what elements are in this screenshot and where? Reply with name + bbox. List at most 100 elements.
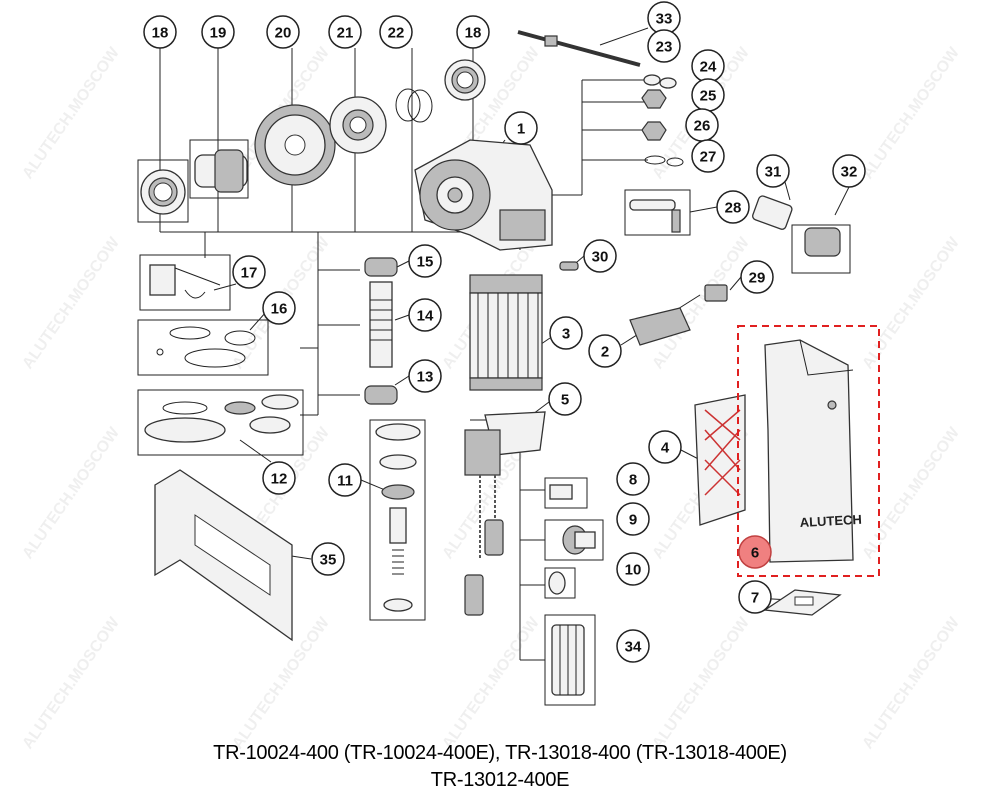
callout-27: 27 xyxy=(691,139,725,173)
rings-22 xyxy=(395,88,433,123)
callout-circle xyxy=(266,15,300,49)
callout-23: 23 xyxy=(647,29,681,63)
callout-number: 18 xyxy=(465,25,482,42)
gear-20 xyxy=(254,104,336,186)
callout-circle xyxy=(549,316,583,350)
callout-16: 16 xyxy=(262,291,296,325)
callout-circle xyxy=(408,244,442,278)
callout-circle xyxy=(328,463,362,497)
release-lever-28 xyxy=(629,199,681,233)
plate-8 xyxy=(549,484,573,500)
callout-circle xyxy=(738,535,772,569)
bracket-7 xyxy=(763,589,842,616)
callout-number: 34 xyxy=(625,639,642,656)
watermark-text: ALUTECH.MOSCOW xyxy=(649,614,753,753)
callout-number: 1 xyxy=(517,121,525,138)
callout-number: 27 xyxy=(700,149,717,166)
callout-circle xyxy=(588,334,622,368)
callout-circle xyxy=(408,298,442,332)
callout-28: 28 xyxy=(716,190,750,224)
callout-number: 12 xyxy=(271,471,288,488)
limit-switch-29 xyxy=(704,284,728,302)
callout-circle xyxy=(740,260,774,294)
pulley-9 xyxy=(562,525,596,555)
callout-9: 9 xyxy=(616,502,650,536)
callout-22: 22 xyxy=(379,15,413,49)
callout-circle xyxy=(691,139,725,173)
callout-14: 14 xyxy=(408,298,442,332)
callout-number: 29 xyxy=(749,270,766,287)
callout-circle xyxy=(616,462,650,496)
watermark-text: ALUTECH.MOSCOW xyxy=(19,44,123,183)
callout-8: 8 xyxy=(616,462,650,496)
callout-number: 28 xyxy=(725,200,742,217)
caption-line-1: TR-10024-400 (TR-10024-400E), TR-13018-4… xyxy=(213,742,787,764)
callout-6: 6 xyxy=(738,535,772,569)
callout-circle xyxy=(648,430,682,464)
callout-18-a: 18 xyxy=(143,15,177,49)
callout-number: 18 xyxy=(152,25,169,42)
callout-circle xyxy=(716,190,750,224)
guide-10 xyxy=(548,571,566,595)
callout-circle xyxy=(616,502,650,536)
callout-circle xyxy=(616,629,650,663)
callout-18-b: 18 xyxy=(456,15,490,49)
sprocket-34 xyxy=(551,624,585,696)
watermark-text: ALUTECH.MOSCOW xyxy=(859,424,963,563)
callout-19: 19 xyxy=(201,15,235,49)
watermark-text: ALUTECH.MOSCOW xyxy=(859,614,963,753)
callout-circle xyxy=(262,291,296,325)
bracket-17 xyxy=(149,264,221,299)
callout-13: 13 xyxy=(408,359,442,393)
callout-25: 25 xyxy=(691,78,725,112)
callout-10: 10 xyxy=(616,552,650,586)
callout-circle xyxy=(456,15,490,49)
callout-number: 6 xyxy=(751,545,759,562)
highlight-box xyxy=(737,325,880,577)
callout-circle xyxy=(756,154,790,188)
callout-number: 32 xyxy=(841,164,858,181)
callout-number: 11 xyxy=(337,473,353,490)
watermark-text: ALUTECH.MOSCOW xyxy=(229,614,333,753)
callout-20: 20 xyxy=(266,15,300,49)
callout-circle xyxy=(616,552,650,586)
callout-number: 14 xyxy=(417,308,434,325)
brake-parts-11 xyxy=(375,423,421,612)
motor-3 xyxy=(469,274,543,391)
callout-number: 8 xyxy=(629,472,637,489)
callout-number: 24 xyxy=(700,59,717,76)
callout-circle xyxy=(379,15,413,49)
caption-line-2: TR-13012-400E xyxy=(430,769,570,791)
watermark-text: ALUTECH.MOSCOW xyxy=(859,234,963,373)
callout-circle xyxy=(832,154,866,188)
callout-number: 23 xyxy=(656,39,673,56)
callout-number: 30 xyxy=(592,249,609,266)
callout-32: 32 xyxy=(832,154,866,188)
flange-21 xyxy=(329,96,387,154)
callout-5: 5 xyxy=(548,382,582,416)
parts: ALUTECH xyxy=(140,30,862,696)
callout-12: 12 xyxy=(262,461,296,495)
callout-circle xyxy=(647,29,681,63)
worm-shaft-14 xyxy=(369,281,393,368)
callout-number: 7 xyxy=(751,590,759,607)
callout-26: 26 xyxy=(685,108,719,142)
bearing-18-left xyxy=(140,169,186,215)
callout-number: 2 xyxy=(601,344,609,361)
watermark-text: ALUTECH.MOSCOW xyxy=(19,234,123,373)
washers-24 xyxy=(643,74,677,89)
callout-3: 3 xyxy=(549,316,583,350)
callout-17: 17 xyxy=(232,255,266,289)
callout-34: 34 xyxy=(616,629,650,663)
callout-number: 16 xyxy=(271,301,288,318)
watermark-text: ALUTECH.MOSCOW xyxy=(439,614,543,753)
callout-number: 15 xyxy=(417,254,434,271)
key-30 xyxy=(559,261,579,271)
worm-gear-19 xyxy=(194,149,248,193)
seals-12 xyxy=(144,394,299,443)
callout-circle xyxy=(583,239,617,273)
watermark-text: ALUTECH.MOSCOW xyxy=(859,44,963,183)
callout-circle xyxy=(311,542,345,576)
